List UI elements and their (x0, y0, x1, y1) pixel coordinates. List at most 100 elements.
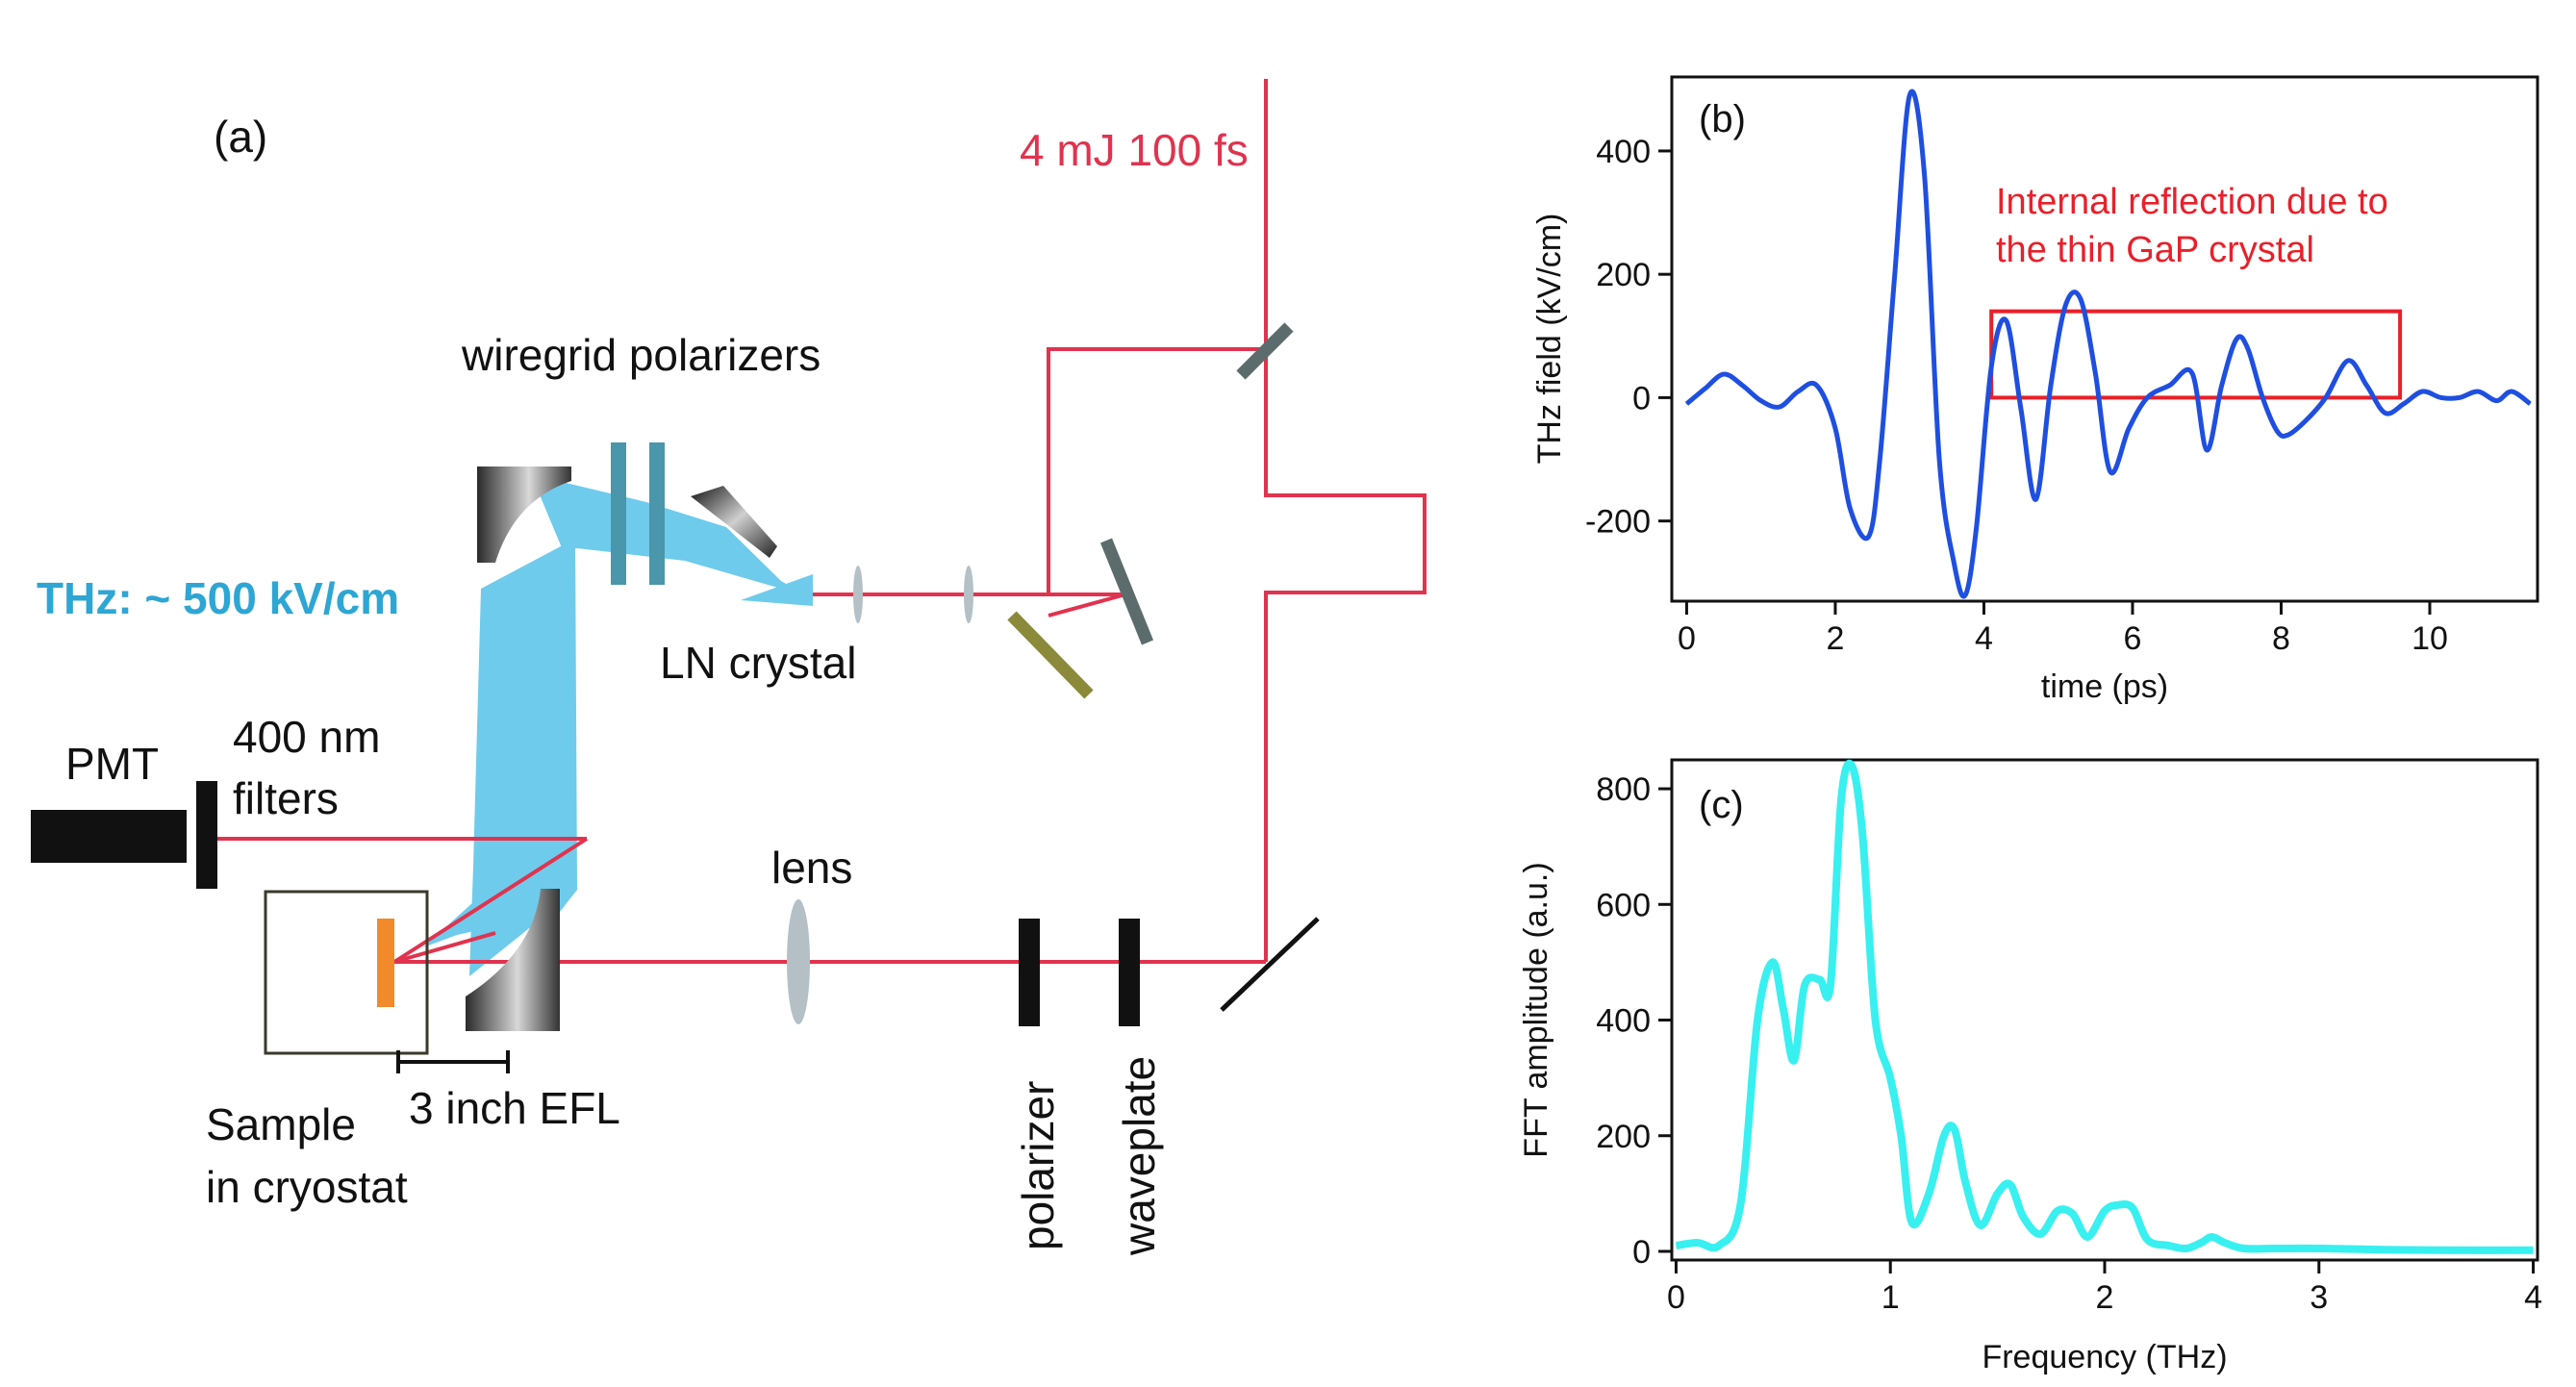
chart-b-annotation-line1: Internal reflection due to (1996, 182, 2388, 222)
sample (377, 919, 394, 1007)
data-point (2247, 347, 2249, 349)
data-point (2529, 403, 2531, 405)
data-point (1793, 1060, 1795, 1062)
data-point (1875, 1020, 1877, 1021)
wiregrid-polarizer-1 (611, 442, 626, 585)
data-point (2210, 1236, 2212, 1238)
data-point (1976, 526, 1978, 528)
data-point (2009, 1184, 2011, 1186)
data-point (2287, 434, 2289, 436)
data-point (2050, 385, 2052, 387)
laser-label: 4 mJ 100 fs (1020, 125, 1249, 175)
data-point (1943, 1135, 1945, 1137)
y-tick-label: 400 (1596, 134, 1651, 170)
data-point (1772, 961, 1774, 963)
data-point (2261, 396, 2263, 398)
lens-small-2 (964, 566, 973, 623)
thz-beam-vertical (469, 539, 577, 976)
data-point (1868, 536, 1870, 538)
data-point (1980, 1224, 1982, 1226)
data-point (2446, 1249, 2448, 1251)
y-tick-label: 0 (1632, 1234, 1651, 1271)
data-point (1851, 765, 1853, 767)
ln-crystal (741, 574, 813, 606)
data-point (1894, 273, 1896, 275)
x-tick-label: 3 (2310, 1279, 2328, 1316)
data-point (2147, 1239, 2149, 1241)
data-point (1924, 175, 1926, 177)
parabolic-mirror-1 (477, 467, 571, 563)
data-point (2365, 385, 2367, 387)
y-tick-label: 200 (1596, 257, 1651, 293)
data-point (1964, 1181, 1966, 1183)
chart-b-x-axis-label: time (ps) (2041, 668, 2168, 705)
data-point (2035, 498, 2037, 500)
data-point (2020, 409, 2022, 411)
data-point (2385, 412, 2387, 414)
focusing-lens (787, 899, 810, 1024)
laser-beam-path (206, 79, 1427, 964)
data-point (2325, 396, 2327, 398)
data-point (1804, 984, 1806, 986)
sample-label-line2: in cryostat (206, 1162, 408, 1212)
data-point (1879, 459, 1881, 461)
panel-a-letter: (a) (214, 112, 267, 162)
y-tick-label: 200 (1596, 1119, 1651, 1155)
cryostat (264, 890, 429, 1055)
filters-label-line2: filters (233, 773, 339, 823)
waveplate-label: waveplate (1114, 1056, 1164, 1256)
data-point (1797, 391, 1799, 392)
data-point (1954, 564, 1956, 566)
data-point (2116, 1204, 2118, 1206)
x-tick-label: 6 (2124, 620, 2142, 657)
filters-label-line1: 400 nm (233, 712, 380, 762)
data-point (2132, 1207, 2134, 1209)
y-tick-label: 800 (1596, 771, 1651, 808)
data-point (2104, 1210, 2106, 1212)
data-point (2191, 372, 2193, 374)
data-point (2206, 449, 2208, 451)
data-point (2169, 385, 2171, 387)
thz-field-label: THz: ~ 500 kV/cm (37, 573, 399, 623)
x-tick-label: 4 (2524, 1279, 2542, 1316)
data-point (2094, 372, 2096, 374)
fold-mirror-2 (1007, 611, 1094, 699)
chart-b-annotation-line2: the thin GaP crystal (1996, 230, 2314, 270)
polarizer-label: polarizer (1013, 1081, 1063, 1250)
turning-mirror (1220, 917, 1320, 1012)
data-point (1840, 799, 1842, 801)
data-point (2146, 396, 2148, 398)
data-point (2006, 319, 2008, 321)
chart-c-x-axis-label: Frequency (THz) (1982, 1339, 2227, 1375)
data-point (2072, 1213, 2074, 1215)
chart-b-points (1685, 94, 2531, 596)
data-point (2235, 339, 2237, 340)
data-point (1723, 373, 1725, 375)
ln-crystal-label: LN crystal (660, 638, 856, 688)
data-point (1819, 978, 1821, 980)
data-point (1697, 1242, 1699, 1244)
data-point (1834, 427, 1836, 429)
chart-c-fft-trace (1675, 759, 2534, 1254)
data-point (1760, 400, 1762, 402)
chart-c-y-axis-label: FFT amplitude (a.u.) (1518, 862, 1554, 1157)
parabolic-mirror-2 (466, 889, 560, 1031)
chart-c-points (1675, 765, 2535, 1251)
data-point (1685, 403, 1687, 405)
wiregrid-label: wiregrid polarizers (461, 330, 821, 380)
thz-beam-horizontal (539, 481, 808, 596)
pmt (31, 810, 187, 863)
data-point (2221, 385, 2223, 387)
y-tick-label: -200 (1585, 504, 1651, 541)
setup-diagram: (a) 4 mJ 100 fs wiregrid polarizers THz:… (31, 79, 1427, 1256)
chart-b-y-axis-label: THz field (kV/cm) (1531, 214, 1568, 465)
data-point (1861, 834, 1863, 836)
fold-mirror-1 (1099, 538, 1154, 645)
ln-crystal-mount (691, 486, 777, 558)
chart-c-panel-letter: (c) (1699, 784, 1744, 826)
